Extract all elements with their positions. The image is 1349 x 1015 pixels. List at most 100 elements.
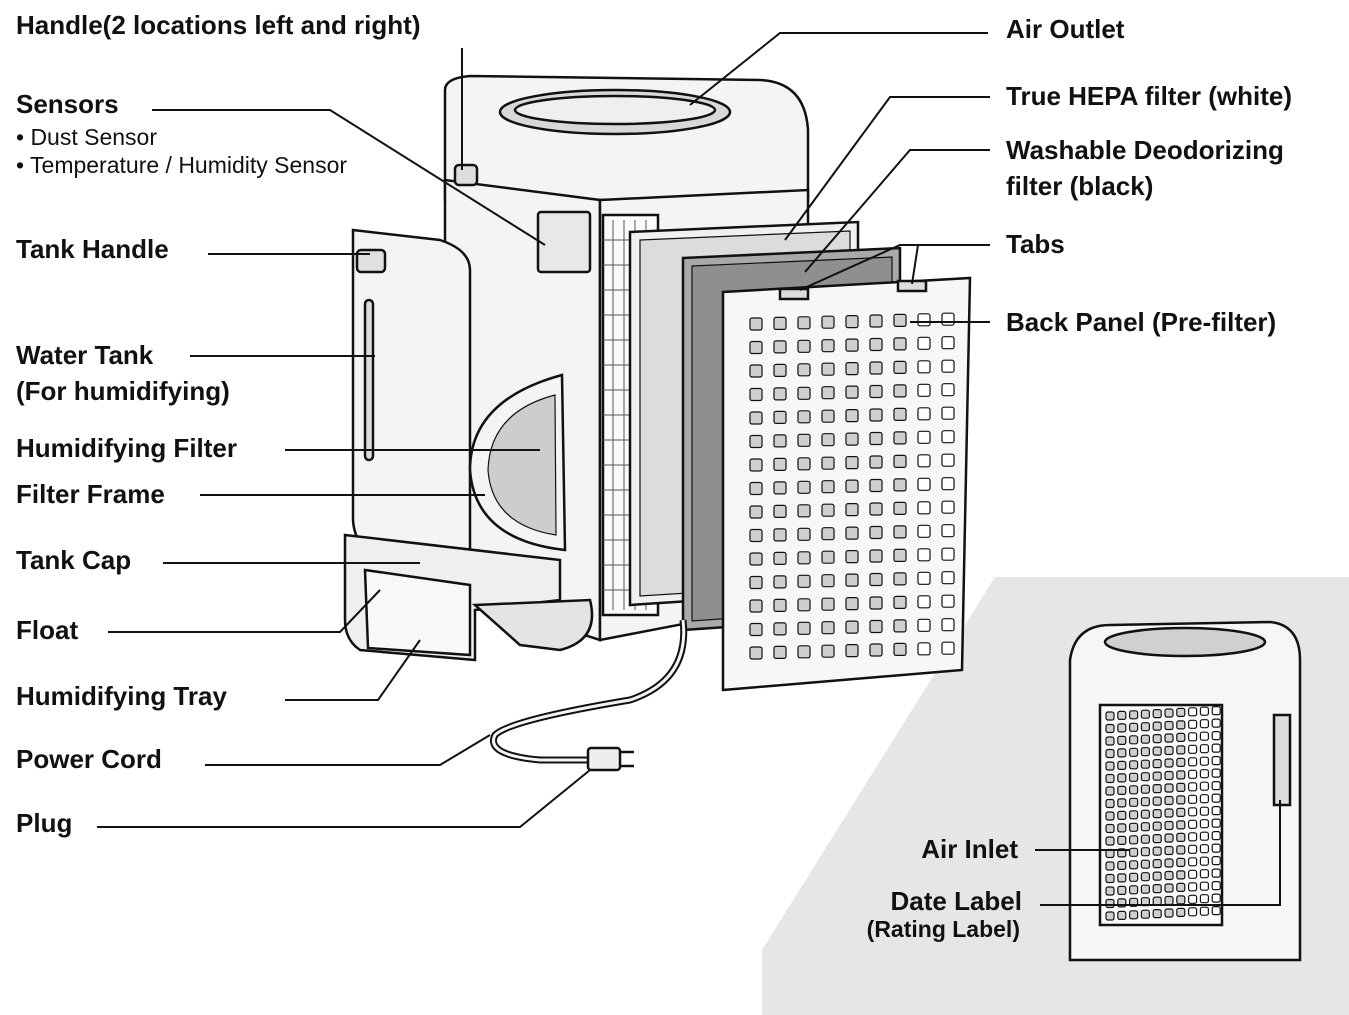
vent-hole [1176,870,1186,880]
vent-hole [749,340,763,355]
vent-hole [845,503,859,517]
vent-hole [1140,797,1151,807]
vent-hole [773,504,787,518]
vent-hole [1176,857,1186,868]
vent-hole [773,645,787,660]
vent-hole [917,618,931,632]
vent-hole [941,618,955,632]
vent-hole [749,481,763,496]
vent-hole [1176,807,1186,818]
vent-hole [941,641,955,655]
vent-hole [797,386,811,400]
vent-hole [1211,855,1221,866]
tab-left [778,287,810,301]
vent-hole [1140,722,1151,732]
vent-hole [821,409,835,423]
vent-hole [1199,744,1210,754]
vent-hole [1117,785,1127,796]
vent-hole [1187,782,1198,792]
vent-hole [1128,847,1139,857]
vent-hole [917,501,931,515]
vent-hole [1105,736,1115,746]
vent-hole [1128,910,1139,920]
vent-hole [1211,868,1221,878]
vent-hole [1117,798,1127,808]
vent-hole [1117,860,1127,871]
vent-hole [845,385,859,399]
vent-hole [1164,808,1174,818]
vent-hole [941,594,955,608]
vent-hole [1105,811,1115,821]
vent-hole [845,315,859,329]
vent-hole [1164,870,1174,881]
vent-hole [1105,886,1115,896]
vent-hole [845,643,859,658]
vent-hole [821,644,835,658]
vent-hole [1211,805,1221,816]
vent-hole [797,480,811,494]
vent-hole [773,622,787,636]
vent-hole [917,336,931,350]
label-float: Float [16,615,79,645]
vent-hole [1199,756,1210,766]
vent-hole [821,503,835,517]
vent-hole [1164,858,1174,868]
vent-hole [1187,907,1198,917]
vent-hole [869,572,883,587]
vent-hole [941,336,955,350]
vent-hole [1187,882,1198,892]
vent-hole [1128,722,1139,732]
label-water-tank-sub: (For humidifying) [16,376,230,406]
vent-hole [869,314,883,328]
prefilter-holes [749,312,955,660]
vent-hole [1117,823,1127,833]
vent-hole [1105,761,1115,771]
vent-hole [749,646,763,660]
vent-hole [1187,807,1198,817]
vent-hole [1164,708,1174,718]
vent-hole [1199,856,1210,866]
vent-hole [1128,835,1139,845]
vent-hole [1105,861,1115,871]
plug-shape [586,746,634,772]
vent-hole [1152,908,1162,919]
vent-hole [845,362,859,376]
vent-hole [1128,760,1139,770]
vent-hole [1199,719,1210,729]
vent-hole [821,456,835,470]
vent-hole [797,504,811,518]
vent-hole [821,433,835,447]
vent-hole [1187,707,1198,717]
label-tank-handle: Tank Handle [16,234,169,264]
vent-hole [941,500,955,514]
vent-hole [1176,795,1186,805]
vent-hole [749,599,763,613]
label-air-inlet: Air Inlet [921,834,1018,864]
vent-hole [1164,845,1174,856]
vent-hole [1211,768,1221,778]
vent-hole [845,549,859,564]
vent-hole [1164,783,1174,793]
vent-hole [1117,910,1127,921]
vent-hole [1152,821,1162,831]
vent-hole [845,526,859,540]
vent-hole [1211,843,1221,853]
vent-hole [1176,895,1186,905]
vent-hole [1211,880,1221,891]
vent-hole [1187,869,1198,879]
vent-hole [773,387,787,401]
vent-hole [1211,830,1221,841]
vent-hole [1117,873,1127,883]
vent-hole [869,408,883,422]
vent-hole [1211,818,1221,828]
vent-hole [1105,773,1115,784]
vent-hole [1117,810,1127,821]
vent-hole [1140,909,1151,919]
vent-hole [1199,731,1210,741]
vent-hole [1187,894,1198,904]
label-tank-cap: Tank Cap [16,545,132,575]
label-humidifying-filter: Humidifying Filter [16,433,237,463]
vent-hole [1140,809,1151,819]
vent-hole [821,621,835,635]
vent-hole [1199,894,1210,904]
